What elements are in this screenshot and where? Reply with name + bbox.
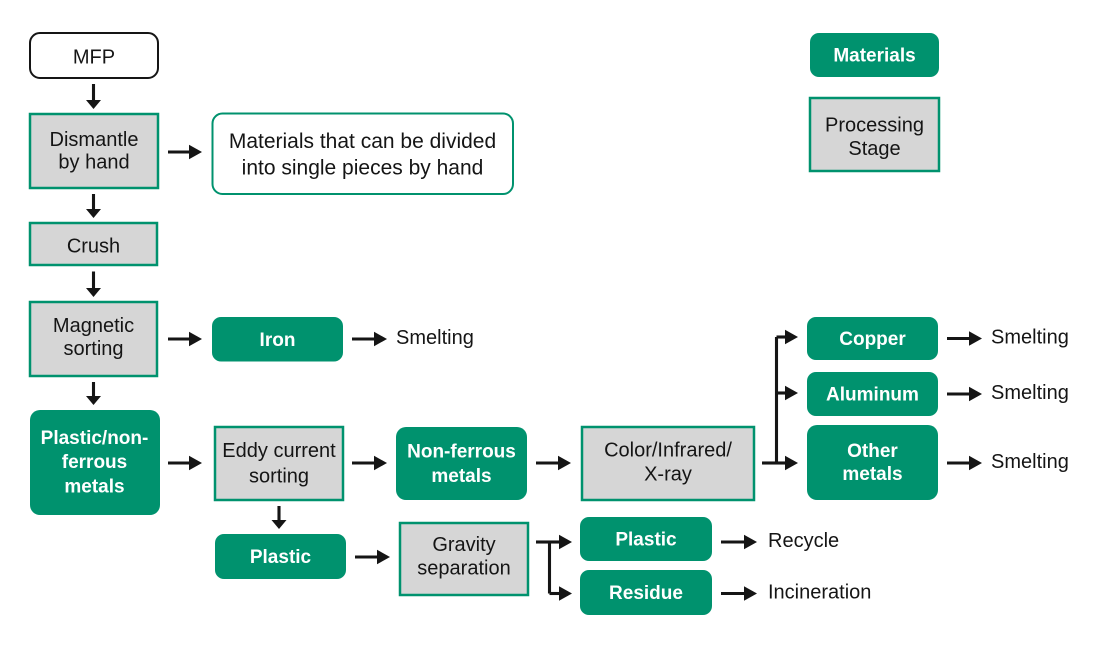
svg-text:MFP: MFP (73, 46, 115, 68)
svg-text:Eddy current: Eddy current (222, 440, 336, 462)
svg-text:Processing: Processing (825, 114, 924, 136)
svg-text:Non-ferrous: Non-ferrous (407, 441, 516, 462)
svg-text:X-ray: X-ray (644, 463, 692, 485)
svg-text:Incineration: Incineration (768, 582, 871, 604)
svg-text:sorting: sorting (249, 466, 309, 488)
svg-text:Plastic/non-: Plastic/non- (41, 428, 149, 449)
svg-text:Crush: Crush (67, 235, 120, 257)
svg-text:Smelting: Smelting (991, 382, 1069, 404)
svg-text:sorting: sorting (63, 338, 123, 360)
svg-text:Dismantle: Dismantle (50, 129, 139, 151)
svg-text:ferrous: ferrous (62, 452, 127, 473)
svg-text:Residue: Residue (609, 583, 683, 604)
svg-text:metals: metals (842, 464, 902, 485)
svg-text:Materials: Materials (833, 45, 915, 66)
svg-text:Color/Infrared/: Color/Infrared/ (604, 440, 732, 462)
svg-text:separation: separation (417, 557, 510, 579)
svg-text:metals: metals (431, 466, 491, 487)
svg-text:Magnetic: Magnetic (53, 315, 134, 337)
svg-text:Smelting: Smelting (991, 327, 1069, 349)
svg-text:Recycle: Recycle (768, 530, 839, 552)
svg-text:Stage: Stage (848, 138, 900, 160)
svg-text:Materials that can be divided: Materials that can be divided (229, 130, 496, 153)
svg-text:metals: metals (64, 476, 124, 497)
svg-text:Smelting: Smelting (991, 451, 1069, 473)
svg-text:Iron: Iron (260, 330, 296, 351)
svg-text:Plastic: Plastic (250, 547, 312, 568)
svg-text:Copper: Copper (839, 329, 906, 350)
svg-text:Aluminum: Aluminum (826, 385, 919, 406)
svg-text:Plastic: Plastic (615, 530, 677, 551)
svg-text:by hand: by hand (58, 151, 129, 173)
svg-text:Gravity: Gravity (432, 534, 495, 556)
svg-text:into single pieces by hand: into single pieces by hand (242, 157, 484, 180)
svg-text:Other: Other (847, 441, 898, 462)
svg-text:Smelting: Smelting (396, 327, 474, 349)
